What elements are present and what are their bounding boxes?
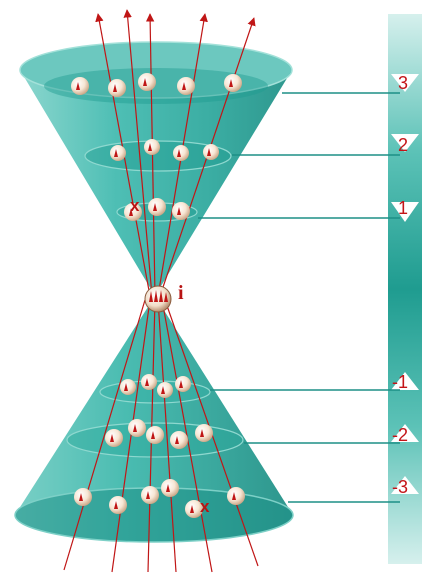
x-mark-future: x	[130, 196, 140, 215]
level-label--3: -3	[392, 477, 408, 497]
particle	[185, 500, 203, 518]
particle	[109, 496, 127, 514]
particle	[71, 77, 89, 95]
particle	[172, 202, 190, 220]
level-marker--3	[391, 476, 419, 494]
particle	[224, 74, 242, 92]
particle	[144, 139, 160, 155]
scale-bar	[388, 14, 422, 564]
particle	[110, 145, 126, 161]
particle	[177, 77, 195, 95]
level-label--1: -1	[392, 372, 408, 392]
particle	[141, 374, 157, 390]
particle	[108, 79, 126, 97]
particle	[157, 382, 173, 398]
origin-label: i	[178, 282, 184, 304]
particle	[105, 429, 123, 447]
particle	[74, 488, 92, 506]
level-marker--2	[391, 424, 419, 442]
x-mark-past: x	[200, 497, 210, 516]
particle	[120, 379, 136, 395]
level-label--2: -2	[392, 425, 408, 445]
future-cone	[19, 41, 293, 296]
particle	[148, 198, 166, 216]
particle	[146, 426, 164, 444]
level-label-1: 1	[398, 198, 408, 218]
particle	[141, 486, 159, 504]
leader-lines	[198, 92, 400, 503]
particle	[175, 376, 191, 392]
past-particles	[74, 374, 245, 518]
level-marker-3	[391, 74, 419, 92]
particle	[227, 487, 245, 505]
level-marker-1	[391, 202, 419, 222]
particle	[161, 479, 179, 497]
particle	[203, 144, 219, 160]
particle	[195, 424, 213, 442]
level-label-3: 3	[398, 73, 408, 93]
particle	[124, 203, 142, 221]
particle	[173, 145, 189, 161]
level-label-2: 2	[398, 135, 408, 155]
origin-event	[144, 285, 172, 313]
particle	[170, 431, 188, 449]
particle	[138, 73, 156, 91]
future-particles	[71, 73, 242, 221]
particle	[128, 419, 146, 437]
level-marker--1	[391, 372, 419, 390]
level-marker-2	[391, 134, 419, 152]
